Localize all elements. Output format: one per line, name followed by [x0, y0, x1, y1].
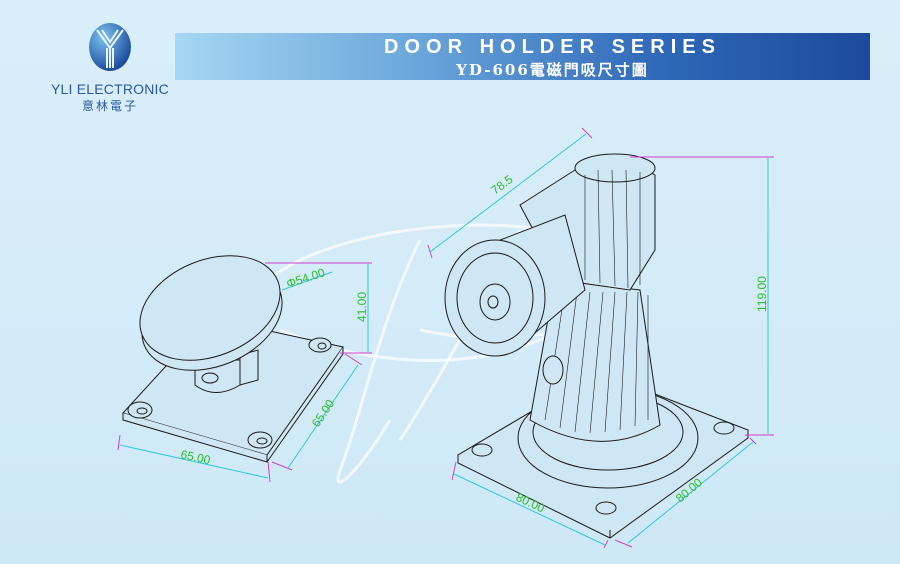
magnet-drawing	[444, 153, 750, 539]
company-logo: YLI ELECTRONIC 意林電子	[40, 22, 180, 114]
magnet-reach-label: 78.5	[488, 172, 515, 197]
extension-lines	[117, 127, 774, 549]
dimension-lines	[119, 133, 769, 546]
magnet-height-label: 119.00	[755, 276, 769, 312]
title-banner: DOOR HOLDER SERIES YD-606電磁門吸尺寸圖	[175, 33, 870, 80]
armature-height-label: 41.00	[355, 292, 369, 322]
series-title: DOOR HOLDER SERIES	[384, 36, 721, 58]
y-logo-icon	[89, 23, 131, 71]
armature-diameter-label: Φ54.00	[285, 265, 327, 291]
company-name-en: YLI ELECTRONIC	[51, 81, 169, 97]
armature-width-label: 65.00	[179, 447, 212, 467]
armature-plate-drawing	[122, 255, 344, 463]
company-name-zh: 意林電子	[81, 99, 138, 113]
drawing-subtitle: YD-606電磁門吸尺寸圖	[456, 61, 649, 79]
